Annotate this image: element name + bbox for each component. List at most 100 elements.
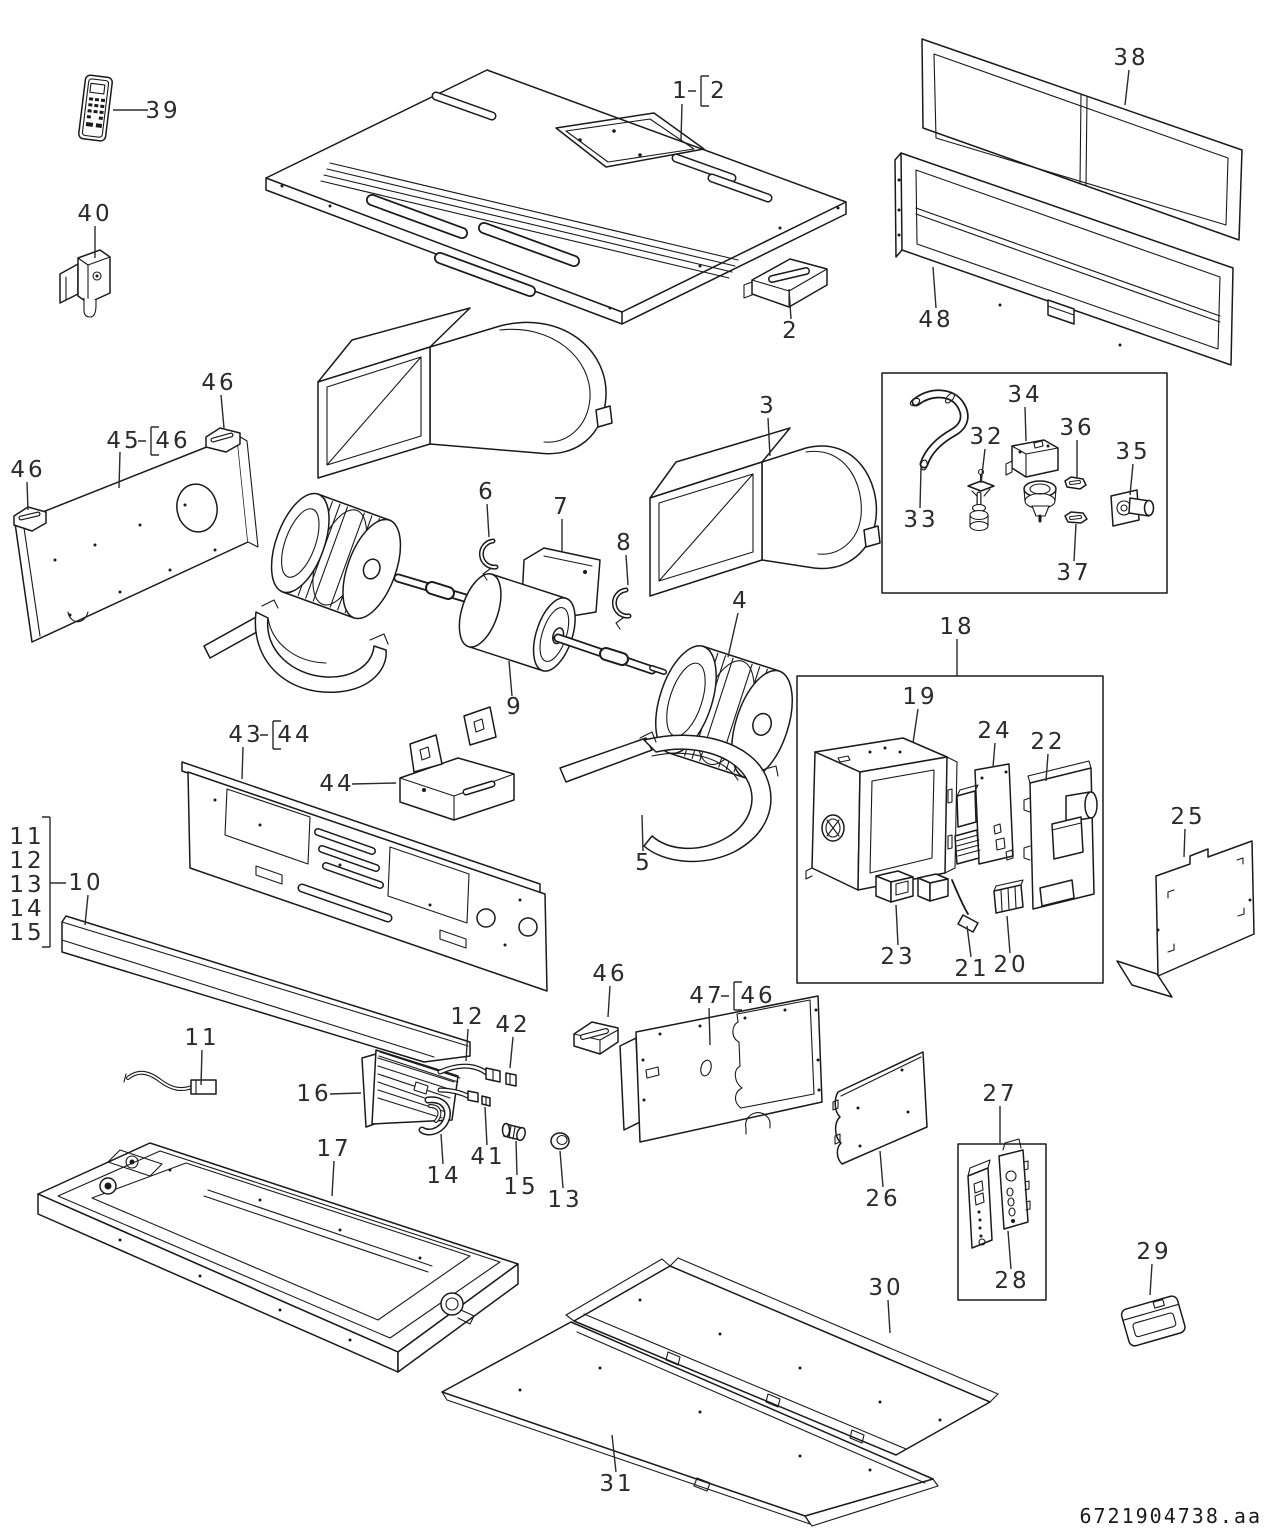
part-38-frame (921, 38, 1243, 241)
part-29-cover-plate (1120, 1295, 1186, 1347)
part-13-fitting (550, 1132, 570, 1150)
part-label-46-bracket-47: 46 (740, 983, 775, 1009)
part-label-10: 10 (68, 870, 103, 896)
part-26-panel (832, 1051, 928, 1165)
part-11-wire (123, 1070, 217, 1095)
part-label-35: 35 (1115, 439, 1150, 465)
part-20-terminal-block (993, 879, 1024, 914)
bracket-glyphs (42, 75, 742, 1011)
part-43-rear-panel (181, 761, 548, 992)
part-22-assembly (1023, 760, 1098, 910)
part-label-39: 39 (145, 98, 180, 124)
part-label-47: 47 (689, 983, 724, 1009)
part-46-clip-mid (573, 1021, 619, 1055)
part-label-33: 33 (903, 507, 938, 533)
part-label-19: 19 (902, 684, 937, 710)
part-36-clip (1064, 476, 1087, 490)
part-40-bracket (59, 249, 111, 318)
part-label-41: 41 (470, 1144, 505, 1170)
part-6-clip (478, 538, 499, 581)
part-label-46-top: 46 (201, 370, 236, 396)
part-label-22: 22 (1030, 729, 1065, 755)
part-label-28: 28 (994, 1268, 1029, 1294)
part-19-control-box (805, 737, 958, 891)
part-35-fitting (1110, 489, 1155, 527)
part-label-2-ref: 2 (710, 78, 728, 104)
part-34-pump (1005, 439, 1059, 523)
part-28-pcb (998, 1138, 1031, 1230)
part-10-rail (61, 915, 471, 1063)
part-37-clip (1064, 511, 1088, 524)
part-label-21: 21 (954, 956, 989, 982)
part-48-frame (894, 152, 1234, 366)
part-46-clip-top (205, 427, 241, 453)
part-45-side-panel (13, 427, 259, 643)
part-label-13: 13 (547, 1187, 582, 1213)
part-label-44: 44 (319, 771, 354, 797)
part-label-20: 20 (993, 952, 1028, 978)
part-label-5: 5 (635, 850, 653, 876)
part-9-motor-shaft (393, 573, 667, 675)
part-label-12: 12 (450, 1004, 485, 1030)
part-blower-housing-left (317, 307, 613, 479)
document-number: 6721904738.aa (1079, 1504, 1262, 1528)
part-label-7: 7 (553, 494, 571, 520)
part-1-top-panel (265, 69, 847, 325)
part-label-23: 23 (880, 944, 915, 970)
part-label-42: 42 (495, 1012, 530, 1038)
part-label-48: 48 (918, 307, 953, 333)
part-4-blower-wheel (655, 645, 793, 779)
part-label-17: 17 (316, 1136, 351, 1162)
part-3-blower-housing (649, 427, 881, 597)
part-label-14-stack: 14 (9, 896, 44, 922)
part-label-16: 16 (296, 1081, 331, 1107)
part-label-30: 30 (868, 1275, 903, 1301)
part-label-46-mid: 46 (592, 961, 627, 987)
part-2-bracket (743, 258, 828, 308)
part-label-43: 43 (228, 722, 263, 748)
part-blower-wheel-left (270, 492, 402, 620)
part-15-fitting (501, 1122, 526, 1142)
part-23-relays (875, 870, 949, 903)
part-41-fitting (481, 1095, 491, 1107)
part-46-clip-left (13, 506, 47, 532)
part-33-hose (909, 389, 969, 471)
part-label-1: 1 (672, 78, 690, 104)
part-42-fitting (505, 1072, 517, 1087)
part-label-15-stack: 15 (9, 920, 44, 946)
part-8-clip (611, 587, 632, 630)
part-24-pcb (954, 763, 1014, 865)
part-31-panel (441, 1321, 939, 1527)
part-30-panel (565, 1257, 999, 1456)
part-label-32: 32 (969, 424, 1004, 450)
part-44-bracket (399, 706, 515, 821)
part-label-27: 27 (982, 1081, 1017, 1107)
group-box-18 (796, 675, 1104, 984)
part-27-display-strip (967, 1159, 993, 1249)
part-label-11-stack: 11 (9, 824, 44, 850)
part-label-6: 6 (478, 479, 496, 505)
group-box-27 (957, 1138, 1047, 1301)
part-label-46-left: 46 (10, 457, 45, 483)
leader-lines (26, 69, 1186, 1473)
part-label-4: 4 (732, 588, 750, 614)
part-label-8: 8 (616, 530, 634, 556)
part-label-25: 25 (1170, 804, 1205, 830)
part-label-38: 38 (1113, 45, 1148, 71)
part-label-15: 15 (503, 1174, 538, 1200)
part-label-36: 36 (1059, 415, 1094, 441)
part-5-scroll-half (559, 731, 779, 863)
part-25-bracket-panel (1116, 840, 1255, 998)
part-label-2: 2 (782, 318, 800, 344)
part-label-18: 18 (939, 614, 974, 640)
part-21-wire (951, 879, 979, 933)
part-label-34: 34 (1007, 382, 1042, 408)
part-label-37: 37 (1056, 560, 1091, 586)
part-label-29: 29 (1136, 1239, 1171, 1265)
part-label-13-stack: 13 (9, 872, 44, 898)
part-label-40: 40 (77, 201, 112, 227)
part-label-24: 24 (977, 718, 1012, 744)
